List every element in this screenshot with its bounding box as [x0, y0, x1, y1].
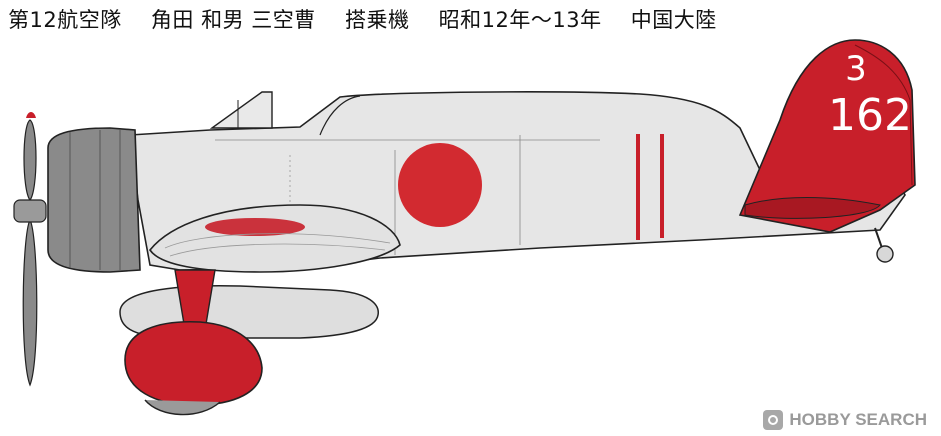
- tail-code-bottom: 162: [828, 90, 912, 141]
- caption-role: 搭乗機: [344, 8, 410, 32]
- hobby-search-logo-icon: [763, 410, 784, 430]
- engine-cowling: [47, 127, 141, 273]
- windscreen: [209, 91, 273, 129]
- tail-wheel: [874, 227, 894, 263]
- hinomaru: [398, 143, 482, 227]
- caption-pilot: 角田 和男 三空曹: [150, 8, 316, 32]
- watermark-text: HOBBY SEARCH: [789, 410, 927, 429]
- caption-region: 中国大陸: [630, 8, 717, 32]
- landing-gear: [124, 269, 263, 416]
- fuselage-band-red-right: [660, 134, 664, 238]
- watermark: HOBBY SEARCH: [763, 410, 927, 430]
- tail-code-top: 3: [845, 49, 867, 89]
- caption: 第12航空隊 角田 和男 三空曹 搭乗機 昭和12年～13年 中国大陸: [8, 4, 739, 34]
- tail-fin: [738, 39, 916, 233]
- caption-period: 昭和12年～13年: [438, 8, 602, 32]
- caption-unit: 第12航空隊: [8, 8, 122, 32]
- fuselage-band-red-left: [636, 134, 640, 240]
- propeller: [13, 112, 47, 387]
- wing: [149, 204, 401, 273]
